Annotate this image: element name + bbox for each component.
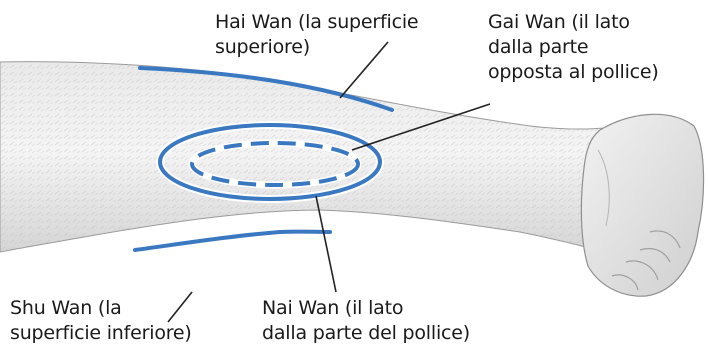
hai-wan-label-line-2: superiore) bbox=[215, 35, 418, 60]
hai-wan-label-line-1: Hai Wan (la superficie bbox=[215, 10, 418, 35]
nai-wan-label-line-2: dalla parte del pollice) bbox=[262, 321, 470, 346]
shu-wan-label-line-1: Shu Wan (la bbox=[10, 296, 192, 321]
nai-wan-label: Nai Wan (il lato dalla parte del pollice… bbox=[262, 296, 470, 346]
shu-wan-marker bbox=[135, 232, 330, 250]
shu-wan-label: Shu Wan (la superficie inferiore) bbox=[10, 296, 192, 346]
hai-wan-label: Hai Wan (la superficie superiore) bbox=[215, 10, 418, 60]
gai-wan-label-line-1: Gai Wan (il lato bbox=[488, 10, 659, 35]
gai-wan-label-line-3: opposta al pollice) bbox=[488, 60, 659, 85]
nai-wan-label-line-1: Nai Wan (il lato bbox=[262, 296, 470, 321]
gai-wan-label: Gai Wan (il lato dalla parte opposta al … bbox=[488, 10, 659, 85]
gai-wan-label-line-2: dalla parte bbox=[488, 35, 659, 60]
fist-shape bbox=[581, 114, 703, 296]
shu-wan-label-line-2: superficie inferiore) bbox=[10, 321, 192, 346]
